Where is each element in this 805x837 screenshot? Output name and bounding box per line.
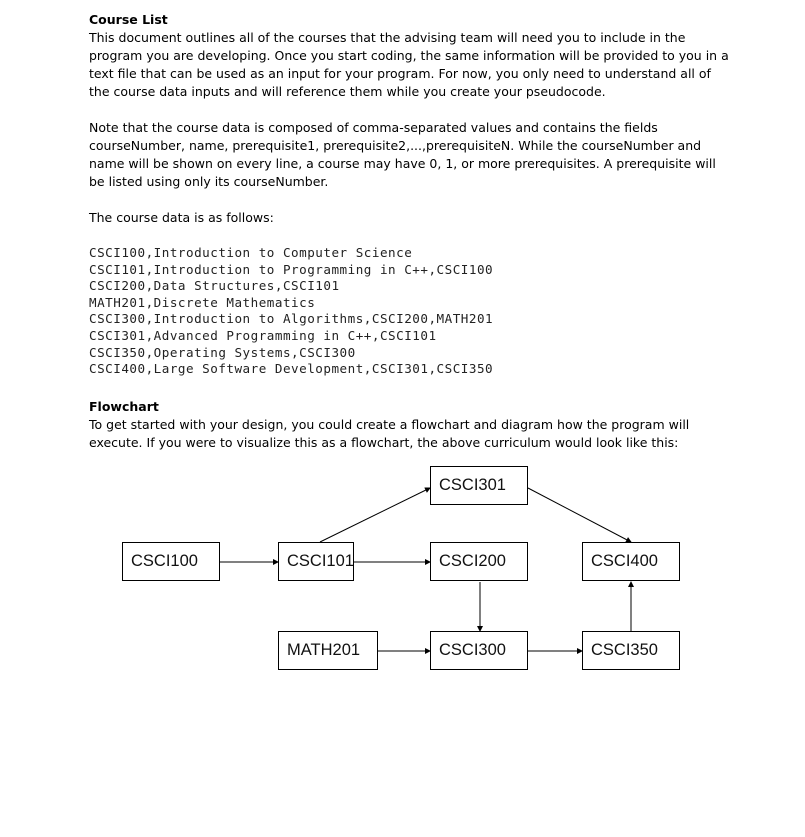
course-data-intro: The course data is as follows: xyxy=(89,210,274,225)
node-csci200: CSCI200 xyxy=(430,542,528,581)
node-csci101: CSCI101 xyxy=(278,542,354,581)
document-body: Course List This document outlines all o… xyxy=(89,11,729,452)
course-data-note: Note that the course data is composed of… xyxy=(89,120,716,189)
flowchart-heading: Flowchart xyxy=(89,398,159,414)
course-list-intro: This document outlines all of the course… xyxy=(89,30,729,99)
course-line: MATH201,Discrete Mathematics xyxy=(89,294,316,310)
course-line: CSCI300,Introduction to Algorithms,CSCI2… xyxy=(89,311,494,327)
node-csci301: CSCI301 xyxy=(430,466,528,505)
node-csci400: CSCI400 xyxy=(582,542,680,581)
edge-csci101-csci301 xyxy=(319,487,431,543)
flowchart-description: To get started with your design, you cou… xyxy=(89,416,690,450)
node-csci300: CSCI300 xyxy=(430,631,528,670)
course-line: CSCI101,Introduction to Programming in C… xyxy=(89,261,494,277)
course-line: CSCI301,Advanced Programming in C++,CSCI… xyxy=(89,327,437,343)
course-line: CSCI100,Introduction to Computer Science xyxy=(89,245,413,260)
course-line: CSCI350,Operating Systems,CSCI300 xyxy=(89,344,356,360)
course-data-block: CSCI100,Introduction to Computer Science… xyxy=(89,245,729,378)
course-line: CSCI200,Data Structures,CSCI101 xyxy=(89,278,340,294)
course-line: CSCI400,Large Software Development,CSCI3… xyxy=(89,361,494,377)
node-csci350: CSCI350 xyxy=(582,631,680,670)
node-math201: MATH201 xyxy=(278,631,378,670)
edge-csci301-csci400 xyxy=(527,487,632,543)
node-csci100: CSCI100 xyxy=(122,542,220,581)
course-list-heading: Course List xyxy=(89,12,168,27)
